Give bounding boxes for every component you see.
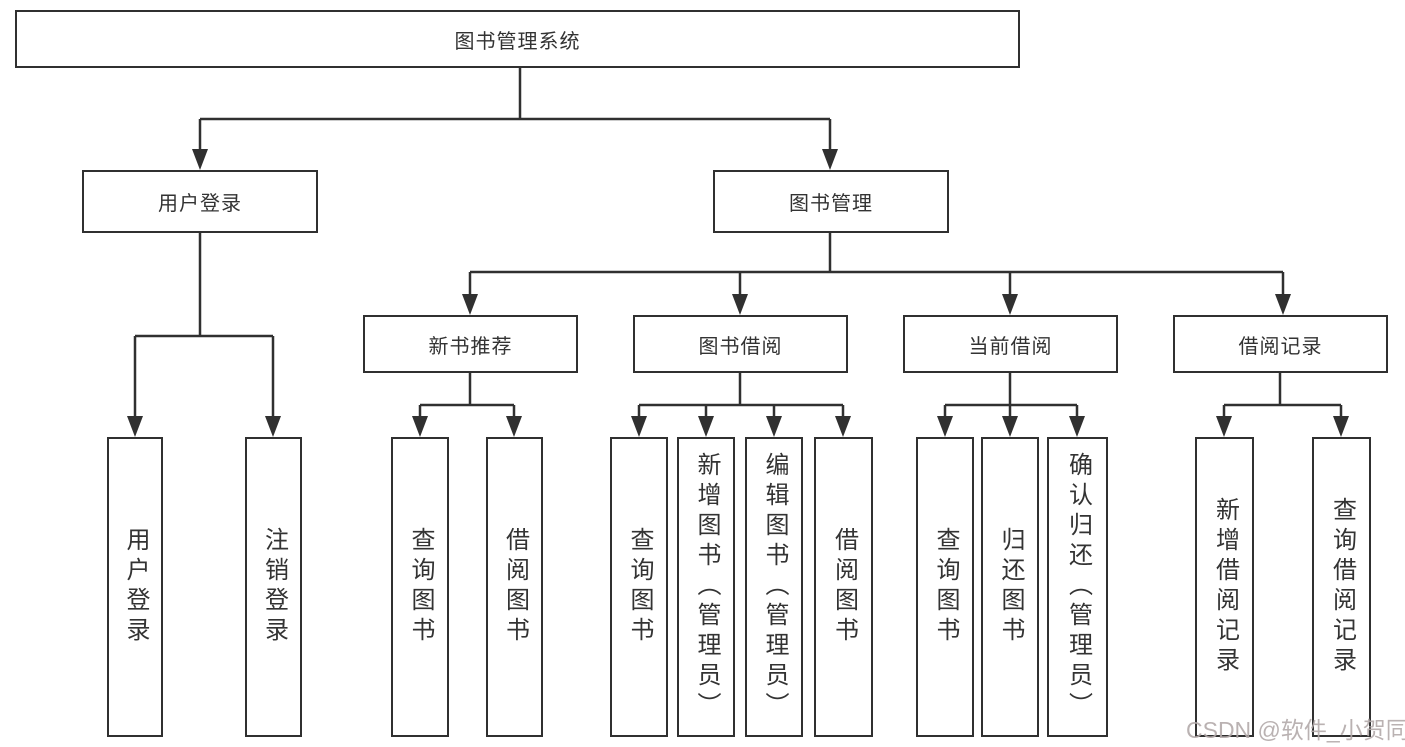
- leaf-logout-label: 注销登录: [260, 527, 288, 647]
- node-user-login: 用户登录: [82, 170, 318, 233]
- node-root-label: 图书管理系统: [454, 30, 581, 53]
- leaf-cb-query-book-label: 查询图书: [932, 527, 959, 647]
- leaf-cb-return-book: 归还图书: [981, 437, 1039, 737]
- leaf-bb-query-book-label: 查询图书: [626, 527, 653, 647]
- leaf-cb-confirm-return-admin-label: 确认归还（管理员）: [1064, 452, 1092, 722]
- node-new-book-recommend-label: 新书推荐: [428, 335, 513, 358]
- leaf-bb-borrow-book: 借阅图书: [814, 437, 873, 737]
- leaf-br-query-record: 查询借阅记录: [1312, 437, 1371, 737]
- node-borrowing-records: 借阅记录: [1173, 315, 1388, 373]
- leaf-br-query-record-label: 查询借阅记录: [1328, 497, 1356, 677]
- node-current-borrowing-label: 当前借阅: [968, 335, 1053, 358]
- leaf-nbr-borrow-book-label: 借阅图书: [501, 527, 529, 647]
- leaf-bb-query-book: 查询图书: [610, 437, 668, 737]
- leaf-cb-confirm-return-admin: 确认归还（管理员）: [1047, 437, 1108, 737]
- node-book-borrowing: 图书借阅: [633, 315, 848, 373]
- leaf-logout: 注销登录: [245, 437, 302, 737]
- node-borrowing-records-label: 借阅记录: [1238, 335, 1323, 358]
- leaf-user-login-label: 用户登录: [122, 527, 149, 647]
- leaf-bb-borrow-book-label: 借阅图书: [830, 527, 858, 647]
- node-book-management: 图书管理: [713, 170, 949, 233]
- leaf-user-login: 用户登录: [107, 437, 163, 737]
- leaf-br-add-record-label: 新增借阅记录: [1211, 497, 1239, 677]
- node-book-management-label: 图书管理: [789, 193, 873, 215]
- node-current-borrowing: 当前借阅: [903, 315, 1118, 373]
- node-user-login-label: 用户登录: [158, 193, 242, 215]
- leaf-nbr-borrow-book: 借阅图书: [486, 437, 543, 737]
- leaf-cb-return-book-label: 归还图书: [997, 527, 1024, 647]
- leaf-br-add-record: 新增借阅记录: [1195, 437, 1254, 737]
- leaf-bb-add-book-admin-label: 新增图书（管理员）: [693, 452, 720, 722]
- csdn-watermark: CSDN @软件_小贺同学: [1186, 717, 1405, 743]
- leaf-nbr-query-book-label: 查询图书: [407, 527, 434, 647]
- leaf-bb-add-book-admin: 新增图书（管理员）: [677, 437, 735, 737]
- node-new-book-recommend: 新书推荐: [363, 315, 578, 373]
- node-book-borrowing-label: 图书借阅: [698, 335, 783, 358]
- leaf-bb-edit-book-admin-label: 编辑图书（管理员）: [761, 452, 788, 722]
- leaf-bb-edit-book-admin: 编辑图书（管理员）: [745, 437, 803, 737]
- leaf-cb-query-book: 查询图书: [916, 437, 974, 737]
- leaf-nbr-query-book: 查询图书: [391, 437, 449, 737]
- node-root: 图书管理系统: [15, 10, 1020, 68]
